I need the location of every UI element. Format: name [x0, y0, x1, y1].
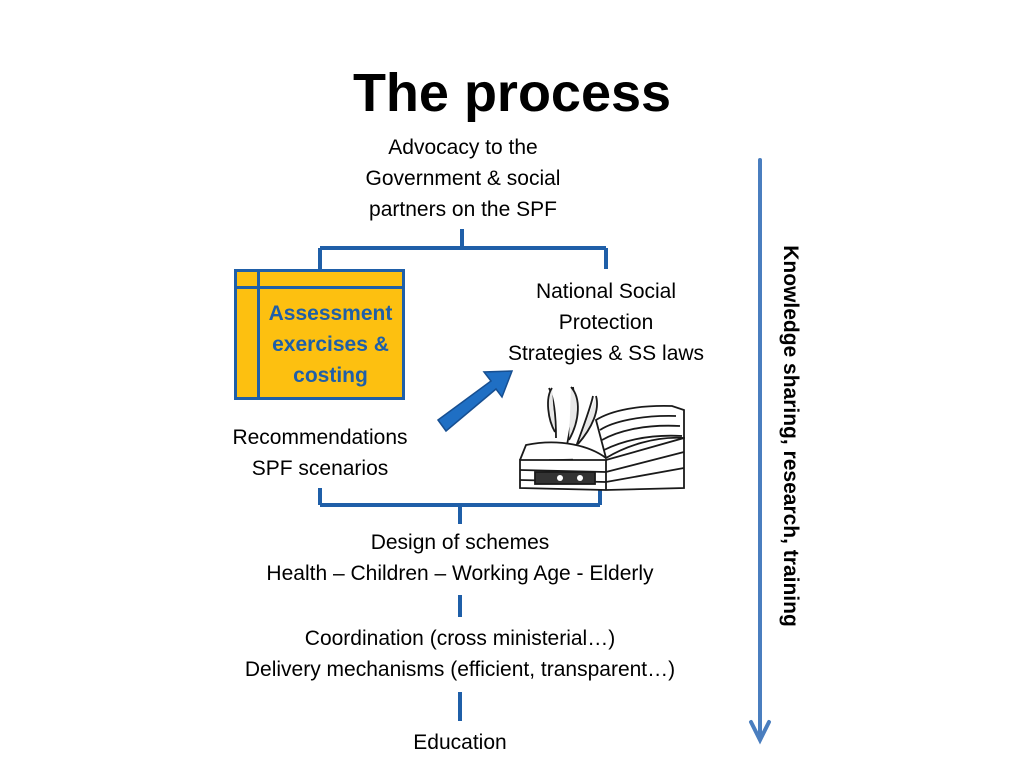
node-national-line: Protection	[558, 311, 654, 334]
side-arrow	[749, 158, 771, 745]
node-education: Education	[330, 727, 590, 758]
node-advocacy: Advocacy to the Government & social part…	[312, 132, 614, 225]
node-recommendations-line: Recommendations	[232, 426, 408, 449]
node-recommendations-line: SPF scenarios	[251, 457, 389, 480]
node-national-line: National Social	[535, 280, 677, 303]
node-design: Design of schemes Health – Children – Wo…	[200, 527, 720, 589]
open-book-with-quill-pens-icon	[519, 386, 685, 491]
node-coordination-line: Coordination (cross ministerial…)	[304, 627, 616, 650]
side-label-container: Knowledge sharing, research, training	[770, 236, 810, 636]
node-assessment-line: costing	[293, 364, 368, 387]
node-national-line: Strategies & SS laws	[507, 342, 705, 365]
node-design-line: Design of schemes	[370, 531, 550, 554]
node-recommendations: Recommendations SPF scenarios	[210, 422, 430, 484]
side-label: Knowledge sharing, research, training	[779, 245, 802, 627]
node-national: National Social Protection Strategies & …	[480, 276, 732, 369]
node-coordination: Coordination (cross ministerial…) Delive…	[180, 623, 740, 685]
node-education-line: Education	[413, 731, 507, 754]
node-assessment-line: exercises &	[272, 333, 389, 356]
assessment-box	[234, 269, 405, 400]
diagonal-arrow	[436, 370, 514, 433]
node-advocacy-line: partners on the SPF	[369, 198, 557, 221]
node-design-line: Health – Children – Working Age - Elderl…	[266, 562, 654, 585]
node-advocacy-line: Advocacy to the	[388, 136, 538, 159]
node-assessment-line: Assessment	[268, 302, 393, 325]
node-advocacy-line: Government & social	[365, 167, 561, 190]
node-coordination-line: Delivery mechanisms (efficient, transpar…	[244, 658, 676, 681]
node-assessment: Assessment exercises & costing	[262, 298, 399, 391]
slide-title: The process	[352, 63, 672, 123]
